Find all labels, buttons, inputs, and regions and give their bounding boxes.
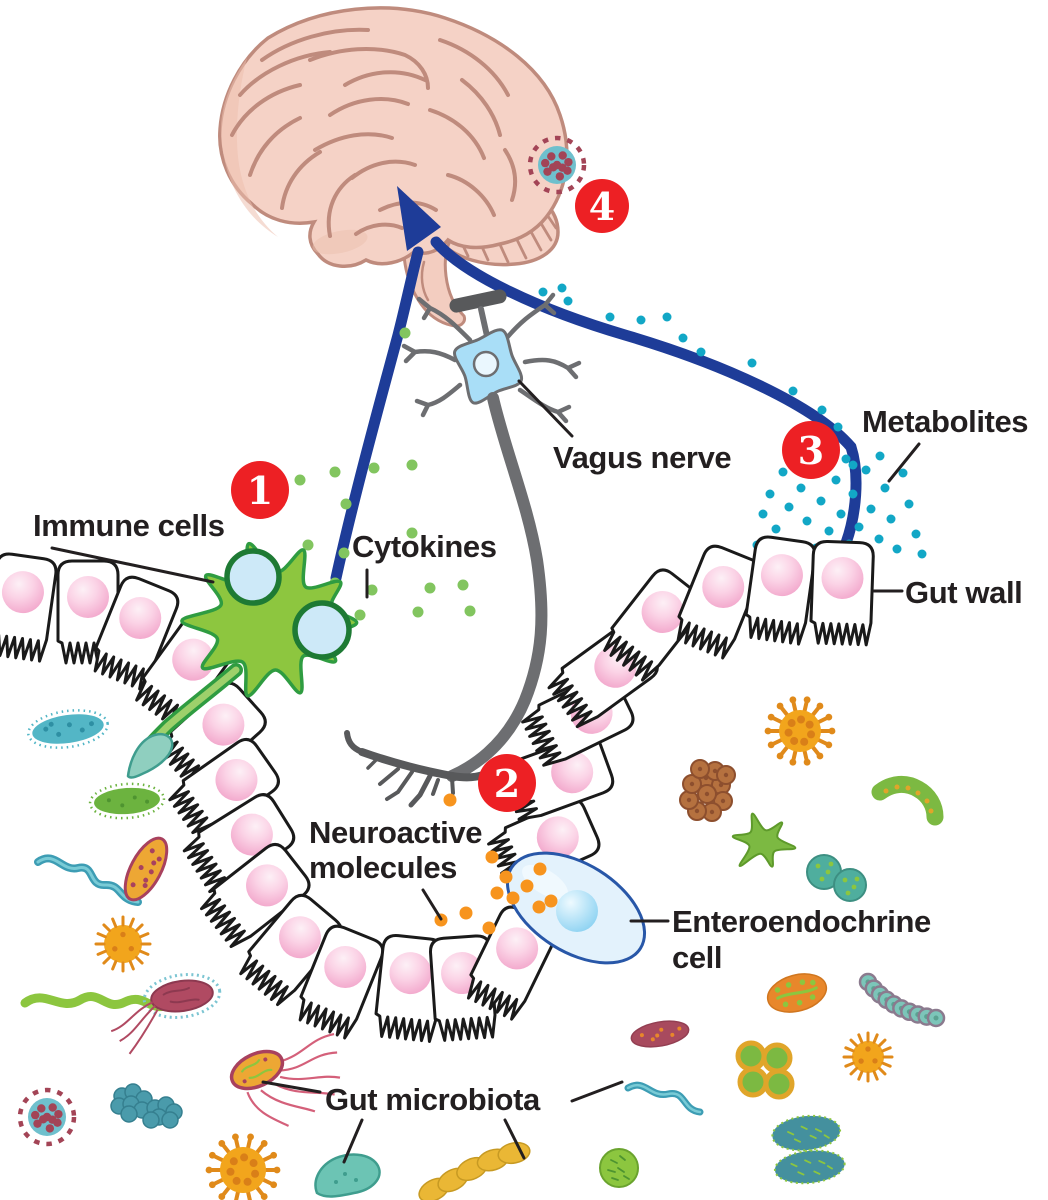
nerve-ending-icon	[344, 730, 487, 808]
step-number: 3	[798, 428, 824, 473]
virus-spiked-icon	[764, 696, 836, 766]
leader-neuroactive	[421, 888, 443, 921]
leader-microbiota-4	[503, 1118, 526, 1160]
bacterium-spirillum-teal-icon	[34, 854, 142, 906]
bacterium-oval-orange-icon	[766, 973, 828, 1013]
bacteria-chain-teal-icon	[858, 972, 946, 1028]
bacterium-spiky-ball-icon	[94, 915, 152, 973]
step-marker-3: 3	[782, 421, 840, 479]
arrow-to-brain-icon	[330, 186, 862, 584]
bacteria-chain-yellow-icon	[418, 1141, 531, 1200]
bacterium-flagellated-orange-icon	[229, 1032, 341, 1127]
vagus-nerve-label: Vagus nerve	[553, 440, 731, 475]
metabolite-dots-trail	[538, 283, 858, 470]
step-marker-4: 4	[575, 179, 629, 233]
immune-cell-vesicle	[224, 548, 282, 606]
neuroactive-label-line2: molecules	[309, 850, 457, 885]
arrowhead	[397, 186, 441, 251]
cytokines-label: Cytokines	[352, 529, 497, 564]
immune-signal-path	[330, 246, 424, 584]
brain-shading	[220, 58, 278, 237]
bacterium-spiky-ball-icon	[842, 1031, 894, 1083]
step-marker-1: 1	[231, 461, 289, 519]
immune-cell-vesicle	[292, 600, 352, 660]
metabolite-signal-path	[430, 236, 862, 549]
leader-microbiota-3	[342, 1118, 364, 1164]
gut-wall-cell	[741, 533, 819, 647]
bacterium-coccus-green-icon	[599, 1148, 639, 1188]
step-number: 4	[589, 184, 615, 229]
microbe-splat-green-icon	[731, 812, 797, 868]
immune-cell-icon	[126, 542, 359, 779]
step-number: 1	[247, 468, 273, 513]
enteroendochrine-label-line2: cell	[672, 940, 722, 975]
bacteria-cocci-cluster-icon	[110, 1083, 183, 1129]
bacterium-spotted-rod-icon	[123, 836, 169, 902]
bacterium-dividing-pair-icon	[771, 1114, 846, 1185]
bacterium-curved-rod-green-icon	[871, 776, 944, 826]
virus-spiked-icon	[205, 1133, 281, 1200]
leader-microbiota-2	[570, 1080, 624, 1103]
leader-microbiota-1	[261, 1080, 322, 1094]
vagus-nerve-axon-icon	[446, 392, 548, 782]
step-marker-2: 2	[478, 754, 536, 812]
dendrites	[401, 292, 582, 424]
bacterium-flagellated-red-icon	[110, 973, 222, 1055]
neuroactive-label-line1: Neuroactive	[309, 815, 482, 850]
nucleus	[472, 350, 500, 378]
immune-cells-label: Immune cells	[33, 508, 225, 543]
virus-icon	[527, 135, 587, 195]
enteroendocrine-cell-icon	[505, 851, 647, 965]
bacterium-diplococcus-teal-icon	[806, 854, 867, 902]
leader-metabolites	[887, 442, 921, 483]
brain-icon	[218, 6, 569, 268]
bacterium-spirillum-small-icon	[624, 1081, 704, 1116]
gut-microbiota-group	[17, 696, 946, 1200]
neuron-icon	[401, 289, 582, 424]
metabolites-label: Metabolites	[862, 404, 1028, 439]
dendrite-tip	[126, 732, 174, 779]
bacteria-cluster-brown-icon	[679, 759, 736, 822]
leader-vagus-nerve	[517, 379, 574, 438]
enteroendochrine-label-line1: Enteroendochrine	[672, 904, 931, 939]
neuroactive-molecule-dots	[434, 793, 558, 935]
bacterium-rod-green-icon	[88, 782, 166, 820]
step-number: 2	[494, 761, 520, 806]
virus-icon	[17, 1087, 77, 1147]
bacteria-tetrad-green-icon	[735, 1040, 795, 1100]
leader-immune-cells	[50, 546, 215, 584]
gut-microbiota-label: Gut microbiota	[325, 1082, 541, 1117]
gut-wall-cell	[0, 550, 60, 664]
eec-nucleus	[556, 890, 598, 932]
bacterium-rod-maroon-icon	[630, 1020, 690, 1048]
bacterium-rod-teal-icon	[27, 709, 109, 749]
gut-wall-label: Gut wall	[905, 575, 1022, 610]
amoeba-teal-icon	[314, 1153, 381, 1198]
synaptic-knob	[449, 289, 507, 313]
gut-wall-cell	[808, 539, 876, 647]
